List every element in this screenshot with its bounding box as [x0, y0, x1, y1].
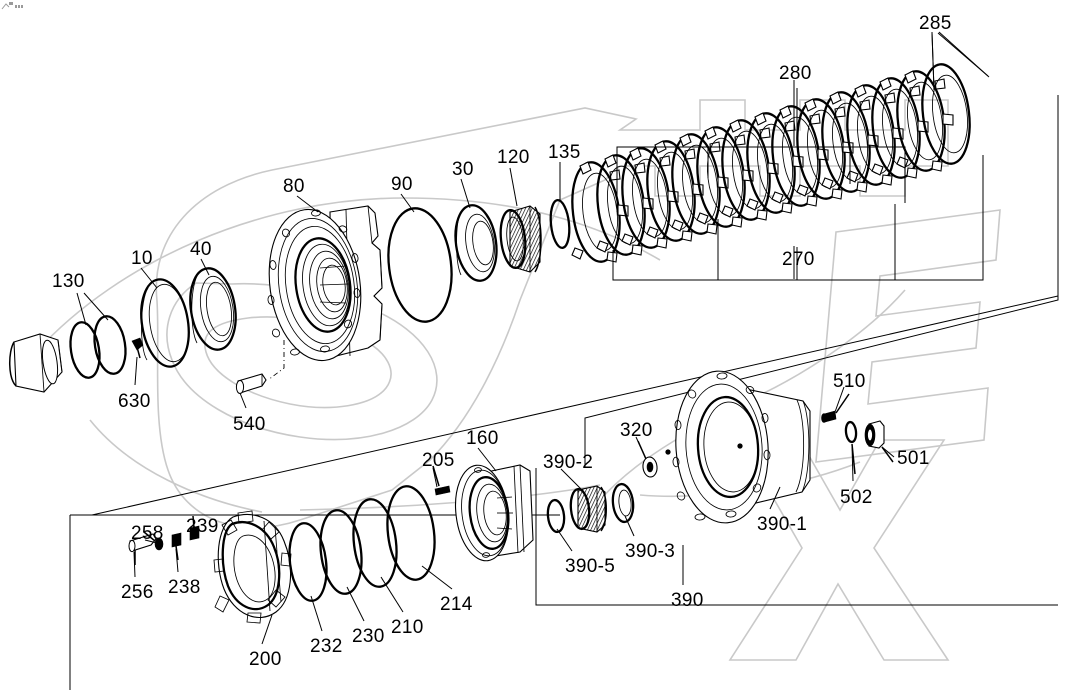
- callout-390-1: 390-1: [757, 514, 808, 535]
- callout-120: 120: [497, 147, 530, 168]
- callout-130: 130: [52, 271, 85, 292]
- callout-135: 135: [548, 142, 581, 163]
- part-130-seal-rings: [69, 315, 127, 379]
- watermark-opex: [35, 99, 1001, 661]
- part-258-ball: [143, 531, 164, 551]
- part-238-pin: [171, 532, 182, 561]
- corner-mark-icon: [1, 2, 23, 10]
- callout-256: 256: [121, 582, 154, 603]
- part-230-o-ring: [319, 509, 363, 595]
- callout-390-5: 390-5: [565, 556, 616, 577]
- callout-200: 200: [249, 649, 282, 670]
- callout-30: 30: [452, 159, 474, 180]
- callout-239: 239: [186, 516, 219, 537]
- part-390-2-bearing: [569, 485, 607, 533]
- part-10-seal: [140, 278, 190, 368]
- callout-160: 160: [466, 428, 499, 449]
- part-510-bolt: [821, 393, 850, 423]
- part-120-needle-bearing: [499, 205, 542, 273]
- part-205-pin: [432, 465, 451, 496]
- callout-270: 270: [782, 249, 815, 270]
- part-40-seal: [189, 267, 237, 351]
- callout-232: 232: [310, 636, 343, 657]
- callout-390-3: 390-3: [625, 541, 676, 562]
- part-160-carrier: [454, 464, 534, 562]
- callout-630: 630: [118, 391, 151, 412]
- callout-320: 320: [620, 420, 653, 441]
- part-320-seal: [637, 440, 658, 478]
- part-90-o-ring: [387, 207, 453, 323]
- callout-10: 10: [131, 248, 153, 269]
- callout-258: 258: [131, 523, 164, 544]
- part-501-bushing: [864, 420, 894, 463]
- callout-214: 214: [440, 594, 473, 615]
- callout-390-2: 390-2: [543, 452, 594, 473]
- callout-205: 205: [422, 450, 455, 471]
- shaft-stub: [9, 333, 63, 393]
- callout-502: 502: [840, 487, 873, 508]
- part-30-bearing: [454, 204, 498, 282]
- callout-238: 238: [168, 577, 201, 598]
- part-80-carrier-hub: [267, 205, 383, 362]
- part-135-ring: [549, 198, 571, 250]
- callout-210: 210: [391, 617, 424, 638]
- callout-230: 230: [352, 626, 385, 647]
- part-200-splined-ring: [213, 510, 292, 624]
- part-232-o-ring: [288, 522, 328, 602]
- callout-390: 390: [671, 590, 704, 611]
- callout-540: 540: [233, 414, 266, 435]
- part-214-o-ring: [386, 485, 436, 581]
- leader-lines: [76, 31, 990, 645]
- callout-90: 90: [391, 174, 413, 195]
- callout-80: 80: [283, 176, 305, 197]
- part-390-5-ring: [546, 498, 566, 534]
- part-630-pin: [131, 337, 144, 359]
- callout-285: 285: [919, 13, 952, 34]
- callout-280: 280: [779, 63, 812, 84]
- callout-510: 510: [833, 371, 866, 392]
- part-390-3-ring: [611, 482, 635, 524]
- callout-40: 40: [190, 239, 212, 260]
- part-540-dowel: [235, 340, 285, 394]
- callout-501: 501: [897, 448, 930, 469]
- part-210-o-ring: [352, 498, 398, 588]
- part-390-1-hub-drum: [665, 370, 811, 524]
- clutch-plate-stack: [571, 63, 971, 263]
